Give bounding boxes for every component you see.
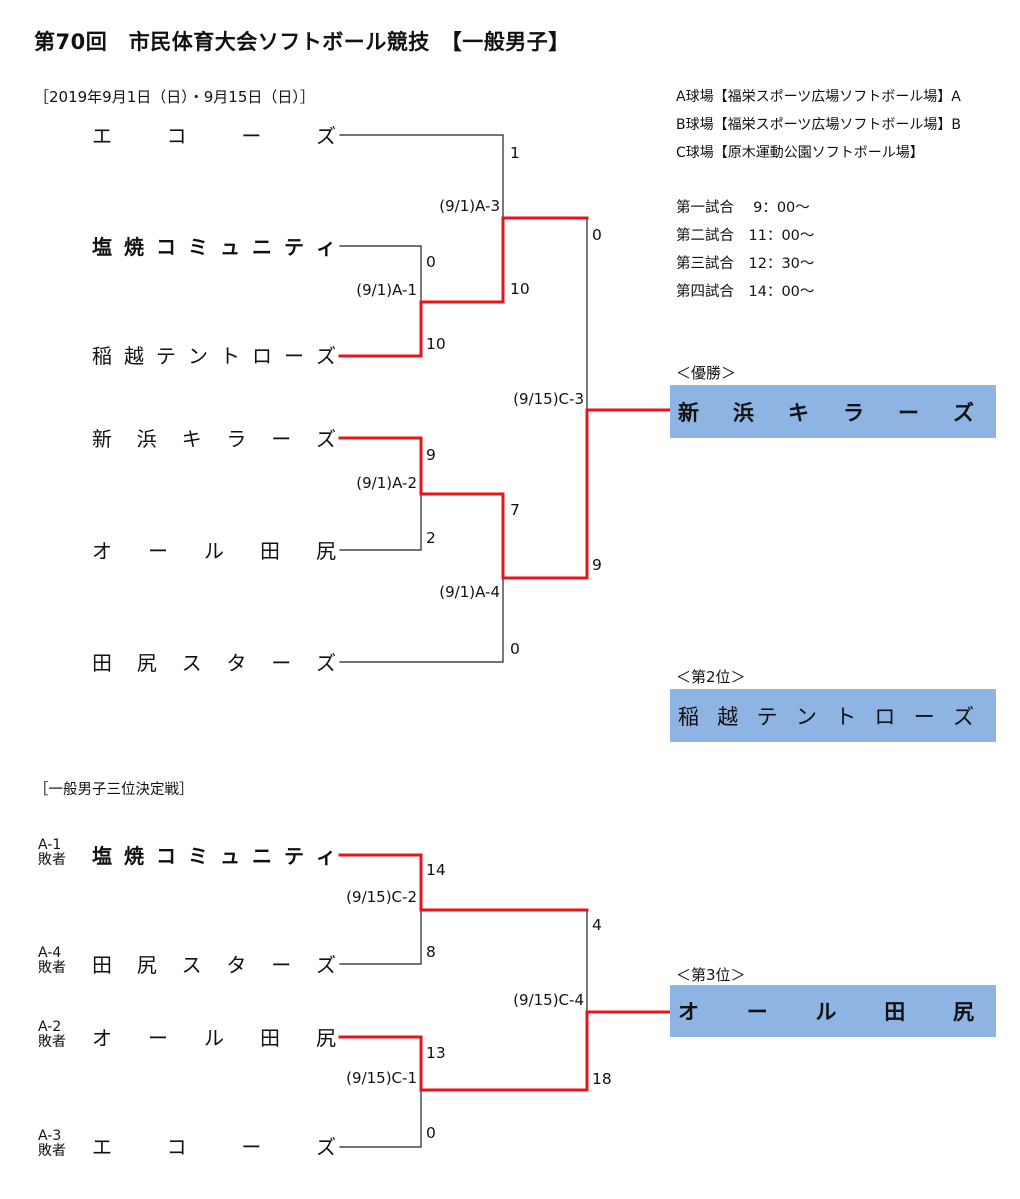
score-3p-final-bottom: 18 (592, 1070, 612, 1088)
score-tajiri-stars: 0 (510, 640, 520, 658)
team-shioyaki-community: 塩焼コミュニティ (92, 235, 336, 259)
team-inagoe-tentroze: 稲越テントローズ (92, 344, 336, 368)
score-ekoz: 1 (510, 144, 520, 162)
third-team-ekoz: エコーズ (92, 1135, 336, 1159)
line-shioyaki (339, 245, 422, 303)
score-niihama: 9 (426, 446, 436, 464)
third-team-all-tajiri: オール田尻 (92, 1026, 336, 1050)
match-label-a4: (9/1)A-4 (439, 583, 500, 601)
score-3p-final-top: 4 (592, 916, 602, 934)
third-place-label: ＜第3位＞ (676, 966, 746, 984)
champion-label: ＜優勝＞ (676, 364, 737, 382)
match-label-c3: (9/15)C-3 (513, 390, 584, 408)
line-ooru (339, 493, 422, 551)
score-final-top: 0 (592, 226, 602, 244)
score-a2-winner: 7 (510, 501, 520, 519)
score-3p-shioyaki: 14 (426, 861, 446, 879)
match-label-c2: (9/15)C-2 (346, 888, 417, 906)
third-team-shioyaki-community: 塩焼コミュニティ (92, 844, 336, 868)
score-3p-all-tajiri: 13 (426, 1044, 446, 1062)
runner-up-label: ＜第2位＞ (676, 668, 746, 686)
score-3p-tajiri-stars: 8 (426, 943, 436, 961)
schedule-game-1: 第一試合 9：00～ (676, 200, 810, 216)
venue-a: A球場【福栄スポーツ広場ソフトボール場】A (676, 89, 961, 105)
line-ekoz (339, 134, 504, 219)
match-label-c1: (9/15)C-1 (346, 1069, 417, 1087)
schedule-game-4: 第四試合 14：00～ (676, 284, 815, 300)
line-3p-ooru-win (338, 1010, 674, 1092)
line-3p-tajiri-stars (339, 909, 422, 965)
score-shioyaki: 0 (426, 253, 436, 271)
line-3p-shioyaki-win (338, 853, 589, 912)
team-ekoz: エコーズ (92, 124, 336, 148)
line-niihama-win (338, 408, 674, 580)
venue-c: C球場【原木運動公園ソフトボール場】 (676, 145, 924, 161)
score-all-tajiri: 2 (426, 529, 436, 547)
line-inagoe-win (338, 216, 589, 358)
runner-up-box: 稲越テントローズ (670, 689, 996, 742)
third-place-box: オール田尻 (670, 985, 996, 1037)
venue-b: B球場【福栄スポーツ広場ソフトボール場】B (676, 117, 961, 133)
score-a3-bottom: 10 (510, 280, 530, 298)
schedule-game-2: 第二試合 11：00～ (676, 228, 815, 244)
match-label-a1: (9/1)A-1 (356, 281, 417, 299)
team-niihama-killers: 新浜キラーズ (92, 427, 336, 451)
page-title: 第70回 市民体育大会ソフトボール競技 【一般男子】 (34, 30, 570, 54)
line-tajiri-stars (339, 577, 504, 663)
score-inagoe: 10 (426, 335, 446, 353)
third-place-title: ［一般男子三位決定戦］ (34, 782, 194, 798)
score-3p-ekoz: 0 (426, 1124, 436, 1142)
champion-box: 新浜キラーズ (670, 385, 996, 438)
event-dates: ［2019年9月1日（日）・9月15日（日）］ (34, 88, 315, 106)
match-label-a3: (9/1)A-3 (439, 197, 500, 215)
match-label-a2: (9/1)A-2 (356, 474, 417, 492)
team-all-tajiri: オール田尻 (92, 539, 336, 563)
score-final-bottom: 9 (592, 556, 602, 574)
third-team-tajiri-stars: 田尻スターズ (92, 953, 336, 977)
schedule-game-3: 第三試合 12：30～ (676, 256, 815, 272)
team-tajiri-stars: 田尻スターズ (92, 651, 336, 675)
match-label-c4: (9/15)C-4 (513, 991, 584, 1009)
line-3p-ekoz (339, 1089, 422, 1148)
